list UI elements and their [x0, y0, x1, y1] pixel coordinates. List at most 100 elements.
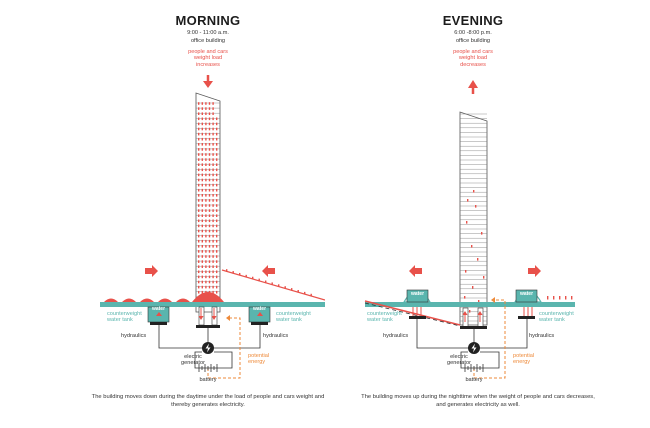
- up-arrow-icon: [468, 80, 478, 94]
- car-mark: [232, 271, 234, 274]
- occupant-mark: [208, 209, 211, 212]
- occupant-mark: [212, 188, 214, 192]
- occupant-mark: [216, 290, 218, 294]
- occupant-mark: [201, 199, 203, 202]
- occupant-mark: [198, 107, 200, 110]
- tank-label-left: water: [410, 291, 425, 297]
- occupant-mark: [212, 143, 214, 146]
- energy-flow-line: [473, 299, 506, 379]
- occupant-mark: [212, 194, 214, 197]
- occupant-mark: [216, 260, 218, 263]
- occupant-mark: [216, 137, 218, 141]
- occupant-mark: [216, 234, 218, 238]
- occupant-mark: [208, 265, 211, 268]
- occupant-mark: [216, 255, 218, 258]
- building-type: office building: [190, 38, 226, 44]
- counterweight-label-left: counterweight water tank: [367, 311, 402, 324]
- pistons: [460, 307, 487, 329]
- hydraulics-left: [150, 322, 167, 325]
- occupant-mark: [205, 219, 207, 223]
- occupant-mark: [205, 188, 207, 192]
- occupant-mark: [201, 270, 203, 274]
- occupant-mark: [208, 122, 211, 126]
- occupant-mark: [208, 102, 211, 105]
- occupant-mark: [208, 117, 211, 121]
- occupant-mark: [212, 239, 214, 243]
- occupant-mark: [216, 275, 218, 279]
- occupant-mark: [205, 153, 207, 156]
- person-mark: [565, 296, 567, 300]
- occupant-mark: [472, 286, 474, 289]
- occupant-mark: [212, 265, 214, 268]
- occupant-mark: [205, 239, 207, 243]
- lightning-generator-icon: [202, 342, 214, 354]
- down-arrow-icon: [203, 75, 213, 88]
- occupant-mark: [216, 229, 218, 233]
- occupant-mark: [212, 219, 214, 223]
- occupant-mark: [198, 137, 200, 141]
- tank-label-right: water: [252, 306, 267, 312]
- occupant-mark: [212, 102, 214, 105]
- occupant-mark: [201, 178, 203, 182]
- occupant-mark: [205, 224, 207, 228]
- occupant-mark: [205, 199, 207, 202]
- occupant-mark: [465, 270, 467, 273]
- time-range: 6:00 -8:00 p.m.: [454, 30, 492, 36]
- parking-dome: [192, 292, 224, 302]
- occupant-mark: [216, 153, 218, 156]
- battery-icon: [464, 364, 484, 372]
- occupant-mark: [198, 290, 200, 294]
- occupant-mark: [212, 107, 214, 110]
- occupant-mark: [201, 158, 203, 161]
- occupant-mark: [477, 258, 479, 261]
- occupant-mark: [467, 199, 469, 202]
- occupant-mark: [212, 204, 214, 207]
- battery-label: battery: [199, 377, 217, 383]
- occupant-mark: [216, 270, 218, 274]
- car-mark: [258, 278, 260, 282]
- lightning-generator-icon: [468, 342, 480, 354]
- occupant-mark: [208, 143, 211, 146]
- morning-diagram: [100, 75, 325, 379]
- occupant-mark: [201, 229, 203, 233]
- occupant-mark: [208, 245, 211, 248]
- occupant-mark: [205, 275, 207, 279]
- occupant-mark: [198, 234, 200, 238]
- car-mark: [265, 280, 267, 284]
- occupant-mark: [198, 183, 200, 187]
- occupant-mark: [208, 204, 211, 207]
- occupant-mark: [201, 209, 203, 212]
- occupant-mark: [208, 137, 211, 141]
- occupant-mark: [201, 107, 203, 110]
- potential-energy-label: potential energy: [513, 353, 535, 366]
- occupant-mark: [212, 178, 214, 182]
- occupant-mark: [216, 265, 218, 268]
- occupant-mark: [205, 204, 207, 207]
- occupant-mark: [212, 137, 214, 141]
- occupant-mark: [205, 178, 207, 182]
- car-mark: [310, 293, 312, 297]
- circuit-wires: [158, 325, 261, 369]
- outward-arrow-icon: [409, 265, 541, 277]
- occupant-mark: [216, 183, 218, 187]
- occupant-mark: [212, 117, 214, 121]
- occupant-mark: [198, 122, 200, 126]
- occupant-mark: [198, 229, 200, 233]
- occupant-mark: [212, 285, 214, 289]
- occupant-mark: [483, 276, 485, 279]
- occupant-mark: [216, 280, 218, 284]
- occupant-mark: [205, 285, 207, 289]
- occupant-mark: [205, 102, 207, 105]
- occupant-mark: [201, 137, 203, 141]
- occupant-mark: [216, 163, 218, 166]
- occupant-mark: [208, 250, 211, 253]
- occupant-mark: [216, 127, 218, 131]
- occupant-mark: [208, 148, 211, 151]
- occupant-mark: [205, 117, 207, 121]
- occupant-mark: [201, 183, 203, 187]
- occupant-mark: [212, 245, 214, 248]
- occupant-mark: [201, 275, 203, 279]
- occupant-mark: [216, 173, 218, 177]
- occupant-mark: [198, 275, 200, 279]
- occupant-mark: [198, 285, 200, 289]
